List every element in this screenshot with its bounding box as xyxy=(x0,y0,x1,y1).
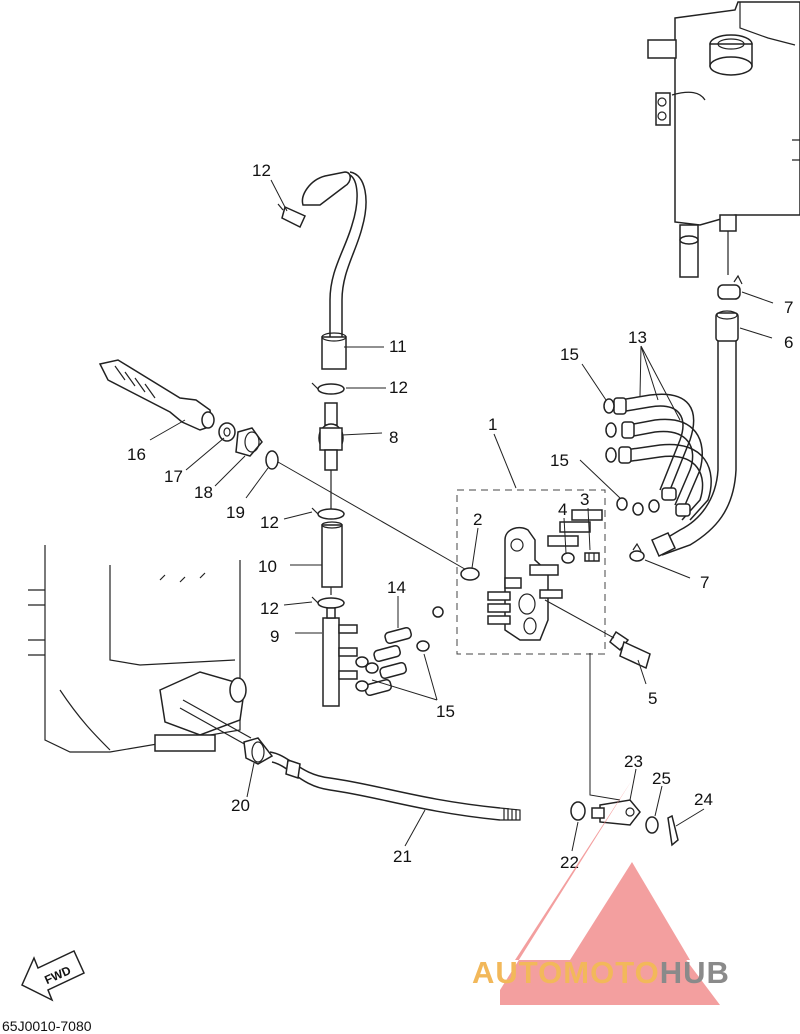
washer-25 xyxy=(645,816,659,834)
callout-15-middle: 15 xyxy=(550,451,569,470)
screw-3 xyxy=(584,552,600,562)
callout-7-upper: 7 xyxy=(784,298,793,317)
callout-5: 5 xyxy=(648,689,657,708)
fwd-arrow: FWD xyxy=(21,949,85,1002)
callout-11: 11 xyxy=(389,337,407,356)
callout-22: 22 xyxy=(560,853,579,872)
drawing-code: 65J0010-7080 xyxy=(2,1018,92,1034)
callout-16: 16 xyxy=(127,445,146,464)
check-valve-8 xyxy=(318,402,344,510)
oil-hoses-13 xyxy=(613,393,712,521)
callout-8: 8 xyxy=(389,428,398,447)
clip-24 xyxy=(667,814,679,847)
breather-hose-11 xyxy=(301,171,367,370)
hose-clamps-15-lower xyxy=(355,606,444,692)
washer-4 xyxy=(561,552,575,564)
o-ring-2 xyxy=(460,567,480,581)
callout-24: 24 xyxy=(694,790,713,809)
callout-labels: 1 2 3 4 5 6 7 7 8 9 10 11 12 12 12 12 13… xyxy=(127,161,793,872)
hose-clamp-12-middle xyxy=(311,507,345,520)
oil-hose-6 xyxy=(651,310,739,558)
pump-assembly-boundary xyxy=(456,489,606,655)
hose-clamp-12-lower xyxy=(311,596,345,609)
callout-15-lower: 15 xyxy=(436,702,455,721)
hose-clamps-15-middle xyxy=(547,497,660,547)
watermark-text: AUTOMOTOHUB xyxy=(472,955,730,990)
callout-2: 2 xyxy=(473,510,482,529)
control-cable-21 xyxy=(269,751,521,821)
oil-tank xyxy=(647,1,800,278)
callout-13: 13 xyxy=(628,328,647,347)
callout-4: 4 xyxy=(558,500,567,519)
callout-17: 17 xyxy=(164,467,183,486)
callout-20: 20 xyxy=(231,796,250,815)
link-rod xyxy=(179,699,252,747)
leader-lines xyxy=(149,179,774,852)
callout-3: 3 xyxy=(580,490,589,509)
hoses-14 xyxy=(364,626,412,697)
alignment-line xyxy=(277,461,471,573)
hose-clamps-15-upper xyxy=(603,398,617,463)
callout-10: 10 xyxy=(258,557,277,576)
joint-20 xyxy=(243,737,274,765)
watermark-triangle xyxy=(500,780,720,1005)
joint-9 xyxy=(322,607,358,707)
svg-text:AUTOMOTOHUB: AUTOMOTOHUB xyxy=(472,955,730,990)
o-ring-19 xyxy=(265,450,279,470)
callout-14: 14 xyxy=(387,578,406,597)
hose-clamp-7-upper xyxy=(717,274,743,300)
brand-hub: HUB xyxy=(660,955,730,990)
callout-12-lower: 12 xyxy=(260,599,279,618)
shaft-16 xyxy=(98,359,215,431)
bushing-18 xyxy=(235,427,263,457)
nut-22 xyxy=(570,801,586,821)
callout-15-top: 15 xyxy=(560,345,579,364)
hose-clamp-7-lower xyxy=(629,542,645,562)
hose-clamp-12-upper xyxy=(311,382,345,395)
callout-23: 23 xyxy=(624,752,643,771)
callout-19: 19 xyxy=(226,503,245,522)
callout-7-lower: 7 xyxy=(700,573,709,592)
callout-18: 18 xyxy=(194,483,213,502)
hose-10 xyxy=(321,521,343,595)
hose-clamp-12-top xyxy=(277,203,306,229)
callout-6: 6 xyxy=(784,333,793,352)
joint-23 xyxy=(589,653,641,826)
callout-12-middle: 12 xyxy=(260,513,279,532)
watermark-logo xyxy=(500,780,720,1005)
callout-9: 9 xyxy=(270,627,279,646)
callout-12-top: 12 xyxy=(252,161,271,180)
oil-pump-1 xyxy=(487,527,563,641)
callout-25: 25 xyxy=(652,769,671,788)
engine-block xyxy=(28,545,247,753)
brand-moto: MOTO xyxy=(563,955,659,990)
callout-21: 21 xyxy=(393,847,412,866)
callout-1: 1 xyxy=(488,415,497,434)
bolt-5 xyxy=(544,599,651,670)
callout-12-upper: 12 xyxy=(389,378,408,397)
brand-auto: AUTO xyxy=(472,955,563,990)
washer-17 xyxy=(218,422,236,442)
